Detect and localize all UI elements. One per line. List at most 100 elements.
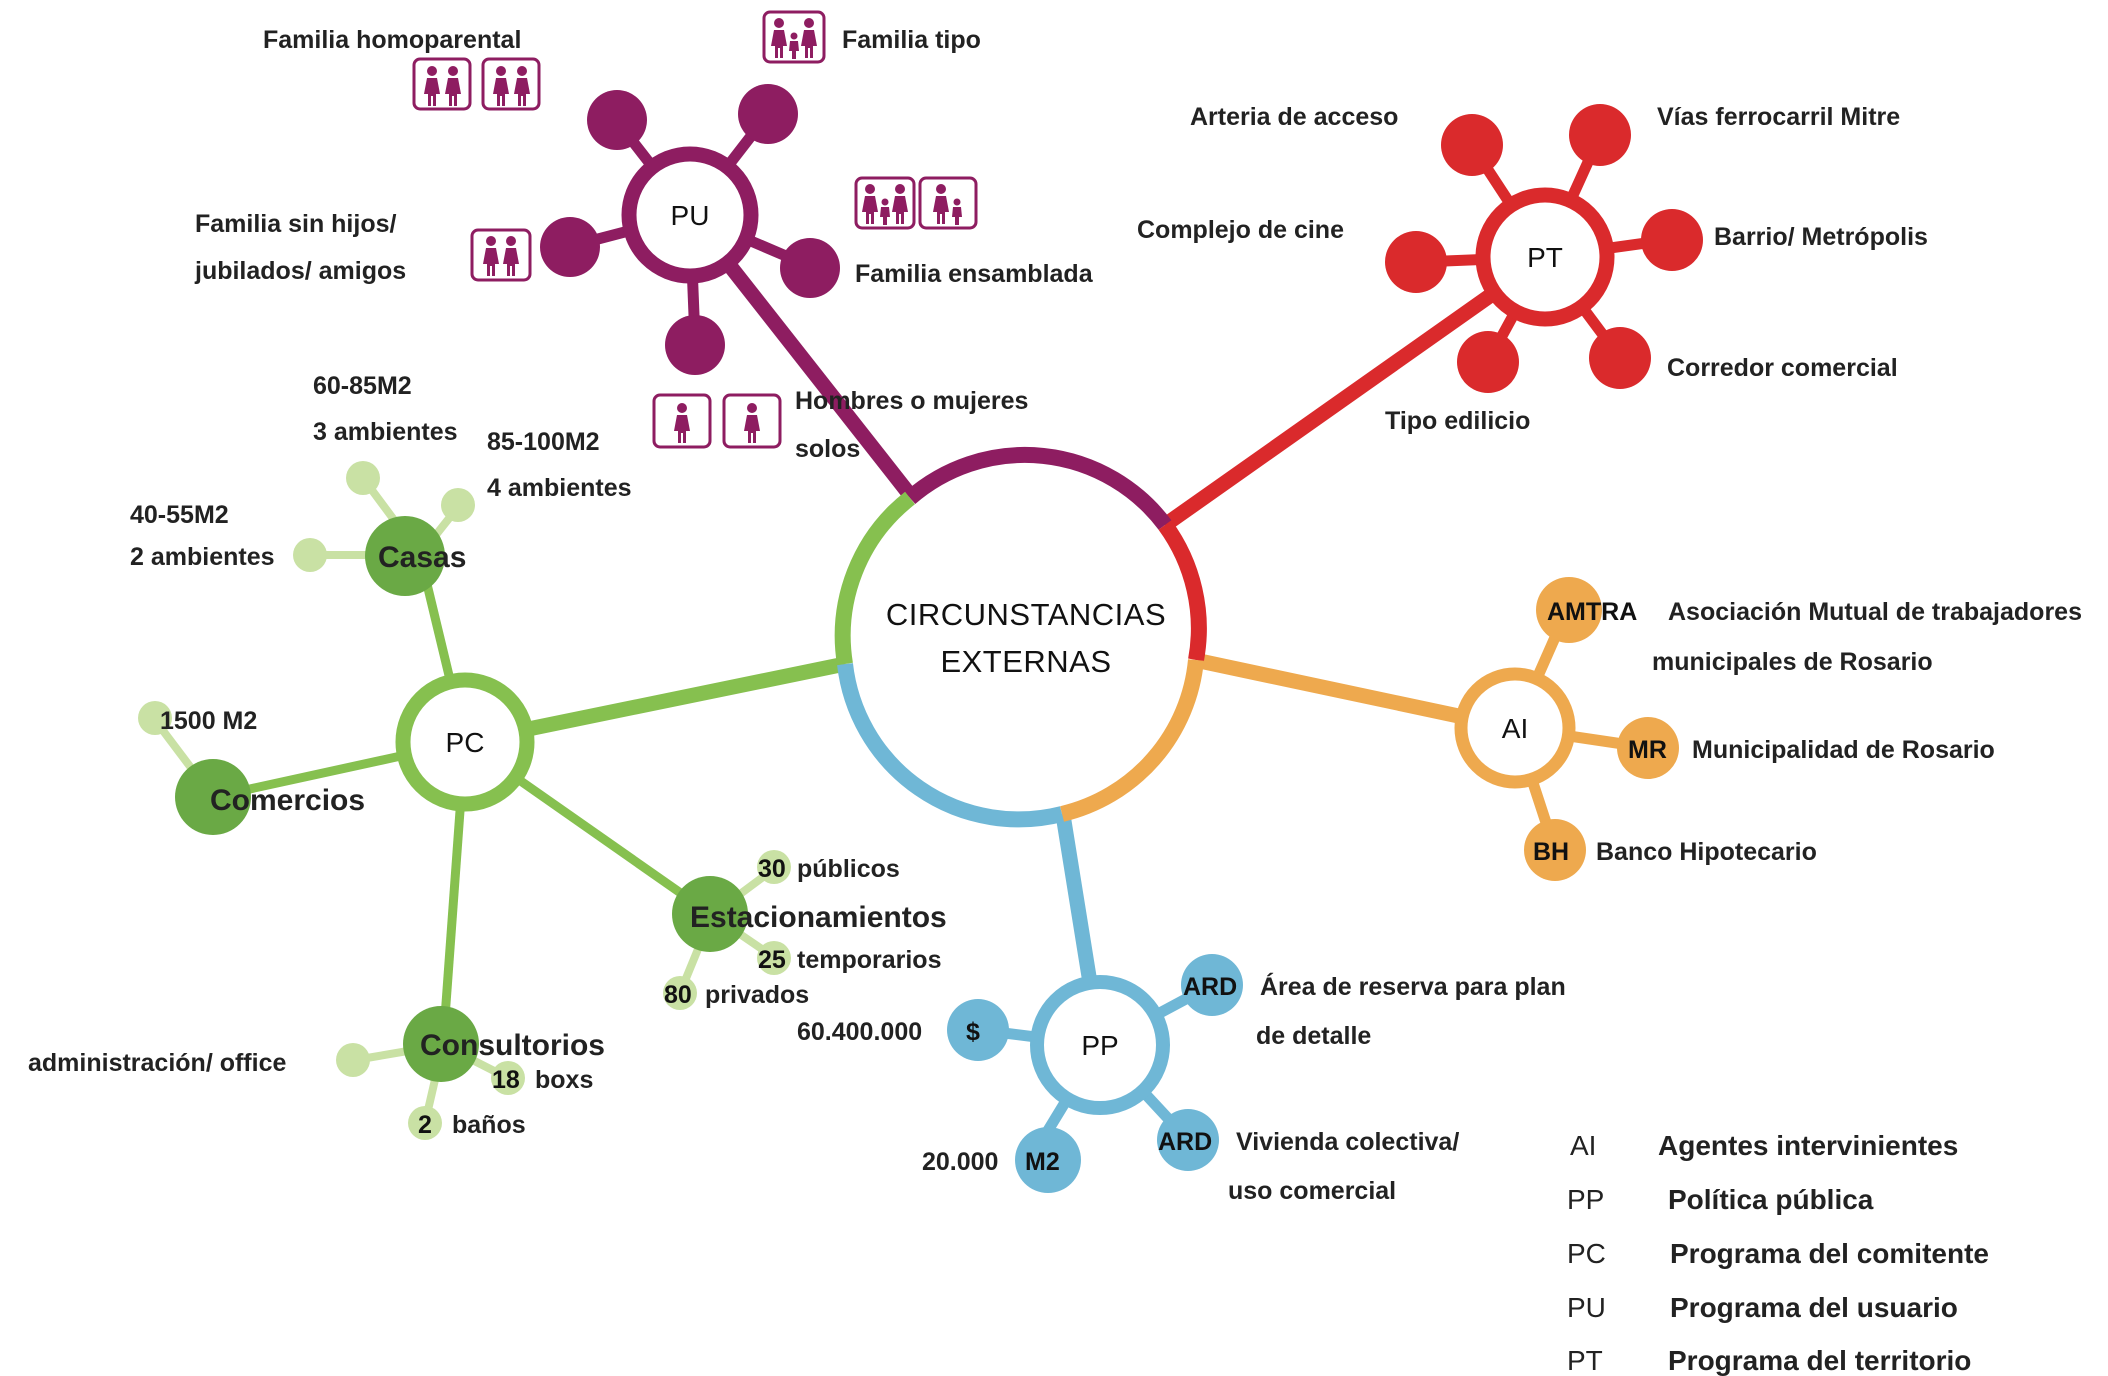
pt-satellite: [1385, 231, 1447, 293]
ard1-code: ARD: [1183, 973, 1237, 1001]
ai-branch: AI AMTRA Asociación Mutual de trabajador…: [1193, 577, 2082, 881]
casa-3a-label: 40-55M2: [130, 501, 229, 529]
pt-hub-label: PT: [1527, 242, 1563, 273]
pt-satellite: [1641, 209, 1703, 271]
pt-satellite: [1589, 327, 1651, 389]
legend-code: AI: [1570, 1130, 1596, 1161]
amtra-dot: [1536, 577, 1602, 643]
admin-label: administración/ office: [28, 1049, 286, 1077]
estac-1-label: públicos: [797, 855, 900, 883]
comercios-node: [175, 759, 251, 835]
m2-code: M2: [1025, 1148, 1060, 1176]
hombres-mujeres-label-2: solos: [795, 435, 860, 463]
legend-code: PP: [1567, 1184, 1604, 1215]
m2-dot: [1015, 1127, 1081, 1193]
legend-label: Política pública: [1668, 1184, 1874, 1215]
estac-1-num: 30: [758, 855, 786, 883]
hombres-mujeres-label-1: Hombres o mujeres: [795, 387, 1028, 415]
family-icon: [933, 184, 962, 225]
money-label: 60.400.000: [797, 1018, 922, 1046]
pu-satellite: [738, 84, 798, 144]
pt-satellite: [1457, 331, 1519, 393]
pc-casa-dot: [293, 538, 327, 572]
familia-sin-hijos-label-1: Familia sin hijos/: [195, 210, 396, 238]
casa-1b-label: 3 ambientes: [313, 418, 458, 446]
pc-estac-dot: [663, 976, 697, 1010]
estac-2-label: temporarios: [797, 946, 941, 974]
ai-hub: [1454, 667, 1576, 789]
pc-comercio-dot: [138, 701, 172, 735]
arteria-label: Arteria de acceso: [1190, 103, 1398, 131]
pc-consult-dot: [491, 1061, 525, 1095]
legend-label: Programa del usuario: [1670, 1292, 1958, 1323]
amtra-code: AMTRA: [1547, 598, 1637, 626]
estac-3-label: privados: [705, 981, 809, 1009]
comercios-label: Comercios: [210, 784, 365, 817]
legend-code: PU: [1567, 1292, 1606, 1323]
family-icon: [771, 18, 817, 59]
bh-dot: [1524, 819, 1586, 881]
amtra-label-2: municipales de Rosario: [1652, 648, 1933, 676]
pt-hub: [1475, 187, 1615, 327]
pt-satellite: [1569, 104, 1631, 166]
pc-consult-dot: [408, 1106, 442, 1140]
mr-label: Municipalidad de Rosario: [1692, 736, 1995, 764]
family-icon: [862, 184, 908, 225]
ard2-code: ARD: [1158, 1128, 1212, 1156]
pu-hub-label: PU: [671, 200, 710, 231]
center-node: CIRCUNSTANCIAS EXTERNAS: [834, 446, 1207, 828]
pc-branch: PC Casas 60-85M2 3 ambientes 85-100M2 4 …: [28, 372, 947, 1140]
couple-icon: [483, 236, 519, 276]
consultorios-label: Consultorios: [420, 1029, 605, 1062]
pc-estac-dot: [757, 850, 791, 884]
bano-label: baños: [452, 1111, 526, 1139]
pu-branch: PU Familia homoparental Familia tipo Fam…: [194, 10, 1094, 500]
money-code: $: [966, 1018, 980, 1046]
bh-code: BH: [1533, 838, 1569, 866]
pu-hub: [621, 146, 759, 284]
couple-icon: [493, 66, 530, 106]
estacionamientos-node: [672, 876, 748, 952]
pp-hub: [1030, 975, 1170, 1115]
familia-ensamblada-label: Familia ensamblada: [855, 260, 1094, 288]
ard1-label-2: de detalle: [1256, 1022, 1371, 1050]
person-icon: [744, 403, 760, 443]
pc-casa-dot: [441, 488, 475, 522]
casa-1a-label: 60-85M2: [313, 372, 412, 400]
familia-sin-hijos-label-2: jubilados/ amigos: [194, 257, 406, 285]
estac-2-num: 25: [758, 946, 786, 974]
box-num: 18: [492, 1066, 520, 1094]
ard2-label-2: uso comercial: [1228, 1177, 1396, 1205]
pc-casa-dot: [346, 461, 380, 495]
pu-satellite: [587, 90, 647, 150]
center-title-1: CIRCUNSTANCIAS: [886, 597, 1166, 632]
casas-label: Casas: [378, 541, 466, 574]
ard1-dot: [1181, 954, 1243, 1016]
legend-label: Programa del comitente: [1670, 1238, 1989, 1269]
mr-dot: [1617, 717, 1679, 779]
couple-icon: [424, 66, 461, 106]
casa-3b-label: 2 ambientes: [130, 543, 275, 571]
person-icon: [674, 403, 690, 443]
barrio-label: Barrio/ Metrópolis: [1714, 223, 1928, 251]
vias-label: Vías ferrocarril Mitre: [1657, 103, 1900, 131]
pu-satellite: [665, 315, 725, 375]
casa-2b-label: 4 ambientes: [487, 474, 632, 502]
pp-hub-label: PP: [1081, 1030, 1118, 1061]
pt-satellite: [1441, 114, 1503, 176]
bano-num: 2: [418, 1111, 432, 1139]
mr-code: MR: [1628, 736, 1667, 764]
casas-node: [365, 516, 445, 596]
pu-satellite: [540, 217, 600, 277]
ard1-label-1: Área de reserva para plan: [1260, 972, 1566, 1001]
familia-tipo-label: Familia tipo: [842, 26, 981, 54]
legend: AI Agentes intervinientes PP Política pú…: [1567, 1130, 1989, 1376]
comercios-area-label: 1500 M2: [160, 707, 257, 735]
estac-3-num: 80: [664, 981, 692, 1009]
center-title-2: EXTERNAS: [940, 644, 1111, 679]
ard2-label-1: Vivienda colectiva/: [1236, 1128, 1459, 1156]
amtra-label-1: Asociación Mutual de trabajadores: [1668, 598, 2082, 626]
complejo-label: Complejo de cine: [1137, 216, 1344, 244]
legend-code: PC: [1567, 1238, 1606, 1269]
